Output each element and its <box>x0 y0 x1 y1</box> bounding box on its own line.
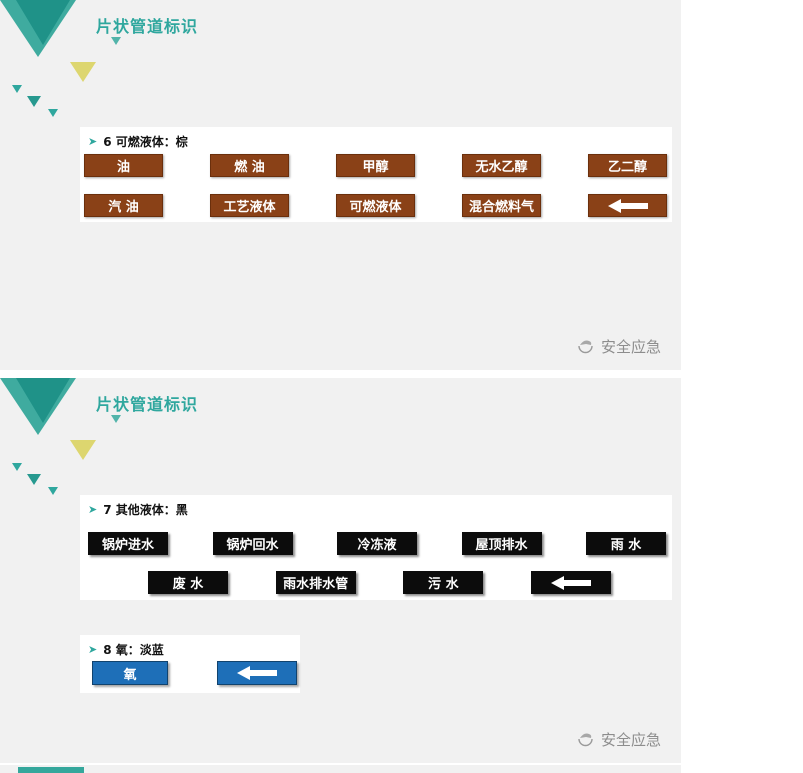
left-arrow-plate[interactable] <box>530 571 611 594</box>
section-8-header: ➤ 8 氧：淡蓝 <box>88 641 164 658</box>
plate-oil[interactable]: 油 <box>84 154 163 177</box>
arrow-marker-icon: ➤ <box>88 503 98 516</box>
plate-row: 废 水 雨水排水管 污 水 <box>148 571 611 594</box>
plate-methanol[interactable]: 甲醇 <box>336 154 415 177</box>
yellow-triangle-icon <box>70 62 96 82</box>
plate-sewage[interactable]: 污 水 <box>403 571 484 594</box>
next-slide-edge <box>0 765 681 773</box>
slide-1: 片状管道标识 ➤ 6 可燃液体：棕 油 燃 油 甲醇 无水乙醇 乙二醇 汽 油 … <box>0 0 681 370</box>
plate-process-liquid[interactable]: 工艺液体 <box>210 194 289 217</box>
plate-fuel-oil[interactable]: 燃 油 <box>210 154 289 177</box>
plate-row: 汽 油 工艺液体 可燃液体 混合燃料气 <box>84 194 667 217</box>
plate-rainwater-drain-pipe[interactable]: 雨水排水管 <box>275 571 356 594</box>
left-arrow-icon <box>237 666 277 680</box>
corner-triangle-dark-icon <box>16 0 70 45</box>
small-triangle-icon <box>27 96 41 107</box>
small-triangle-icon <box>48 487 58 495</box>
plate-row: 锅炉进水 锅炉回水 冷冻液 屋顶排水 雨 水 <box>88 532 666 555</box>
plate-flammable-liquid[interactable]: 可燃液体 <box>336 194 415 217</box>
slide-2: 片状管道标识 ➤ 7 其他液体：黑 锅炉进水 锅炉回水 冷冻液 屋顶排水 雨 水… <box>0 378 681 763</box>
title-pointer-triangle-icon <box>111 37 121 45</box>
left-arrow-icon <box>550 575 591 590</box>
arrow-marker-icon: ➤ <box>88 643 98 656</box>
small-triangle-icon <box>48 109 58 117</box>
arrow-marker-icon: ➤ <box>88 135 98 148</box>
small-triangle-icon <box>27 474 41 485</box>
small-triangle-icon <box>12 85 22 93</box>
plate-waste-water[interactable]: 废 水 <box>148 571 228 594</box>
left-arrow-plate[interactable] <box>217 661 297 685</box>
section-6-panel: ➤ 6 可燃液体：棕 油 燃 油 甲醇 无水乙醇 乙二醇 汽 油 工艺液体 可燃… <box>80 127 672 222</box>
watermark-logo-icon <box>578 733 593 746</box>
section-8-title: 8 氧：淡蓝 <box>103 643 164 657</box>
section-7-header: ➤ 7 其他液体：黑 <box>88 501 188 518</box>
plate-ethylene-glycol[interactable]: 乙二醇 <box>588 154 667 177</box>
slide-title: 片状管道标识 <box>96 395 199 414</box>
plate-coolant[interactable]: 冷冻液 <box>337 532 417 555</box>
section-8-panel: ➤ 8 氧：淡蓝 氧 <box>80 635 300 693</box>
small-triangle-icon <box>12 463 22 471</box>
section-7-title: 7 其他液体：黑 <box>103 503 188 517</box>
section-7-panel: ➤ 7 其他液体：黑 锅炉进水 锅炉回水 冷冻液 屋顶排水 雨 水 废 水 雨水… <box>80 495 672 600</box>
plate-roof-drain[interactable]: 屋顶排水 <box>461 532 542 555</box>
watermark-text: 安全应急 <box>600 338 661 356</box>
plate-boiler-return-water[interactable]: 锅炉回水 <box>212 532 293 555</box>
title-pointer-triangle-icon <box>111 415 121 423</box>
watermark-text: 安全应急 <box>600 731 661 749</box>
section-6-header: ➤ 6 可燃液体：棕 <box>88 133 188 150</box>
watermark: 安全应急 <box>576 729 661 750</box>
plate-boiler-inlet-water[interactable]: 锅炉进水 <box>88 532 168 555</box>
section-6-title: 6 可燃液体：棕 <box>103 135 188 149</box>
plate-mixed-fuel-gas[interactable]: 混合燃料气 <box>462 194 541 217</box>
left-arrow-icon <box>607 198 648 213</box>
plate-rain-water[interactable]: 雨 水 <box>586 532 666 555</box>
plate-row: 油 燃 油 甲醇 无水乙醇 乙二醇 <box>84 154 667 177</box>
left-arrow-plate[interactable] <box>588 194 667 217</box>
slide-title: 片状管道标识 <box>96 17 199 36</box>
corner-triangle-dark-icon <box>16 378 70 423</box>
plate-anhydrous-ethanol[interactable]: 无水乙醇 <box>462 154 541 177</box>
watermark: 安全应急 <box>576 336 661 357</box>
yellow-triangle-icon <box>70 440 96 460</box>
plate-oxygen[interactable]: 氧 <box>92 661 168 685</box>
plate-gasoline[interactable]: 汽 油 <box>84 194 163 217</box>
next-slide-triangle-top-icon <box>18 767 84 773</box>
watermark-logo-icon <box>578 340 593 353</box>
